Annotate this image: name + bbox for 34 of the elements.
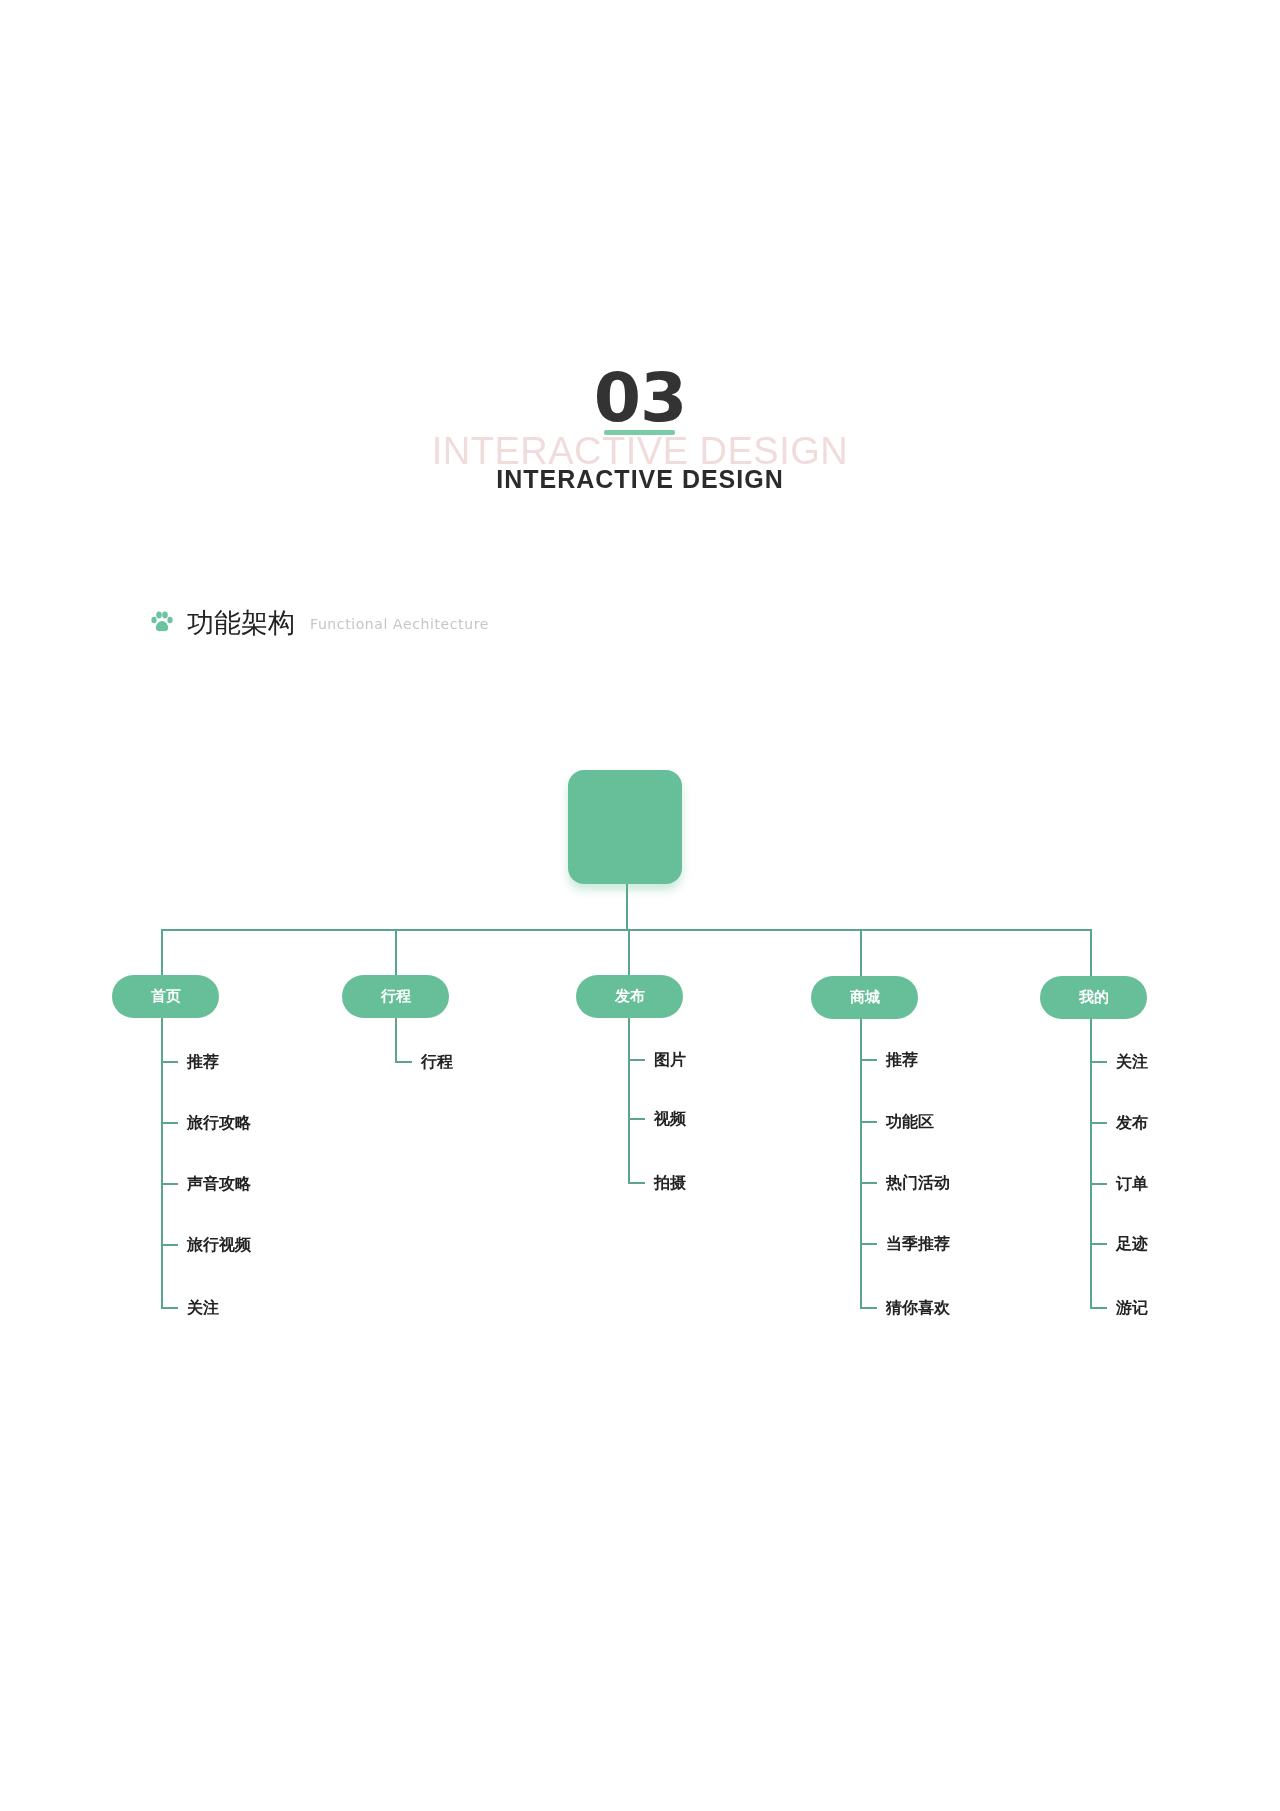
connector-line: [860, 1018, 878, 1309]
feature-label: 声音攻略: [178, 1173, 251, 1195]
section-heading: INTERACTIVE DESIGN: [496, 467, 784, 492]
feature-label: 旅行视频: [178, 1234, 251, 1256]
category-pill: 行程: [342, 975, 449, 1018]
connector-line: [1090, 1018, 1108, 1309]
feature-label: 推荐: [178, 1051, 219, 1073]
feature-label: 游记: [1107, 1297, 1148, 1319]
section-title: 功能架构: [187, 609, 295, 636]
feature-label: 关注: [178, 1297, 219, 1319]
feature-label: 发布: [1107, 1112, 1148, 1134]
category-pill: 发布: [576, 975, 683, 1018]
feature-label: 当季推荐: [877, 1233, 950, 1255]
root-tile: [568, 770, 682, 884]
feature-label: 关注: [1107, 1051, 1148, 1073]
connector-line: [161, 1017, 179, 1309]
connector-line: [628, 1017, 646, 1184]
feature-label: 旅行攻略: [178, 1112, 251, 1134]
feature-label: 推荐: [877, 1049, 918, 1071]
feature-label: 视频: [645, 1108, 686, 1130]
feature-label: 猜你喜欢: [877, 1297, 950, 1319]
feature-label: 图片: [645, 1049, 686, 1071]
feature-label: 行程: [412, 1051, 453, 1073]
category-pill: 首页: [112, 975, 219, 1018]
feature-label: 热门活动: [877, 1172, 950, 1194]
section-number: 03: [593, 369, 687, 427]
feature-label: 拍摄: [645, 1172, 686, 1194]
feature-label: 功能区: [877, 1111, 934, 1133]
section-subtitle: Functional Aechitecture: [310, 617, 489, 631]
category-pill: 商城: [811, 976, 918, 1019]
category-pill: 我的: [1040, 976, 1147, 1019]
feature-label: 足迹: [1107, 1233, 1148, 1255]
feature-label: 订单: [1107, 1173, 1148, 1195]
connector-line: [395, 1017, 413, 1063]
